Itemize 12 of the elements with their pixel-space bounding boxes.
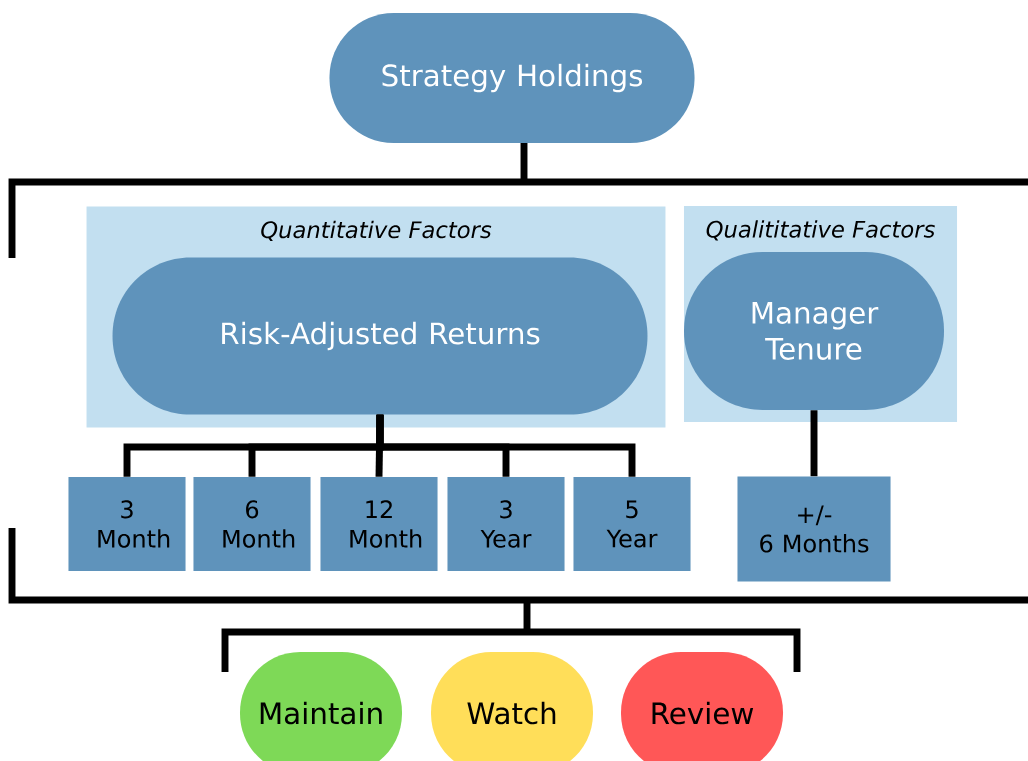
box: 3 Month xyxy=(68,477,186,571)
rounded-box: Maintain xyxy=(240,652,402,761)
box: 3 Year xyxy=(447,477,565,571)
rounded-box: Manager Tenure xyxy=(684,252,944,410)
rounded-box: Risk-Adjusted Returns xyxy=(112,257,648,415)
box: +/- 6 Months xyxy=(737,476,891,582)
box: 12 Month xyxy=(320,477,438,571)
box: 5 Year xyxy=(573,477,691,571)
rounded-box: Strategy Holdings xyxy=(329,13,695,143)
rounded-box: Review xyxy=(621,652,783,761)
rounded-box: Watch xyxy=(431,652,593,761)
box: 6 Month xyxy=(193,477,311,571)
